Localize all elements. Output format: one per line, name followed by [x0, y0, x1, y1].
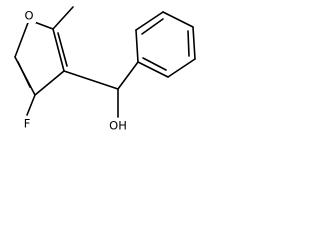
- phenyl-ring: [135, 11, 196, 78]
- phenyl-inner-double-3: [142, 57, 167, 71]
- phenyl-bond-3: [162, 11, 194, 28]
- phenyl-bond-4: [192, 26, 196, 60]
- phenyl-bond-2: [135, 11, 164, 31]
- bond-methyl: [52, 6, 74, 30]
- bond-c3-ch: [63, 70, 119, 90]
- furan-ring: [14, 19, 68, 96]
- furan-oxygen-label: O: [24, 9, 33, 23]
- bond-c2-c3-single: [52, 28, 65, 72]
- bond-c3-c4: [34, 70, 65, 96]
- phenyl-bond-6: [137, 61, 169, 78]
- bond-c4-c5-double: [17, 61, 31, 88]
- bond-ch-phenyl: [117, 61, 139, 90]
- bond-c-f: [26, 94, 36, 116]
- bond-c5-o: [14, 19, 30, 58]
- phenyl-bond-5: [167, 58, 196, 78]
- phenyl-bond-1: [135, 29, 139, 63]
- phenyl-inner-double-2: [187, 30, 190, 57]
- chemical-structure-diagram: O F OH: [14, 6, 196, 134]
- furan-oxygen-mask: [22, 8, 36, 23]
- hydroxyl-label: OH: [109, 119, 127, 133]
- phenyl-inner-double-1: [141, 18, 164, 35]
- bond-c2-c3-double: [57, 32, 68, 67]
- hydroxyl-mask: [106, 118, 130, 134]
- fluorine-mask: [20, 116, 34, 132]
- fluorine-label: F: [24, 117, 31, 131]
